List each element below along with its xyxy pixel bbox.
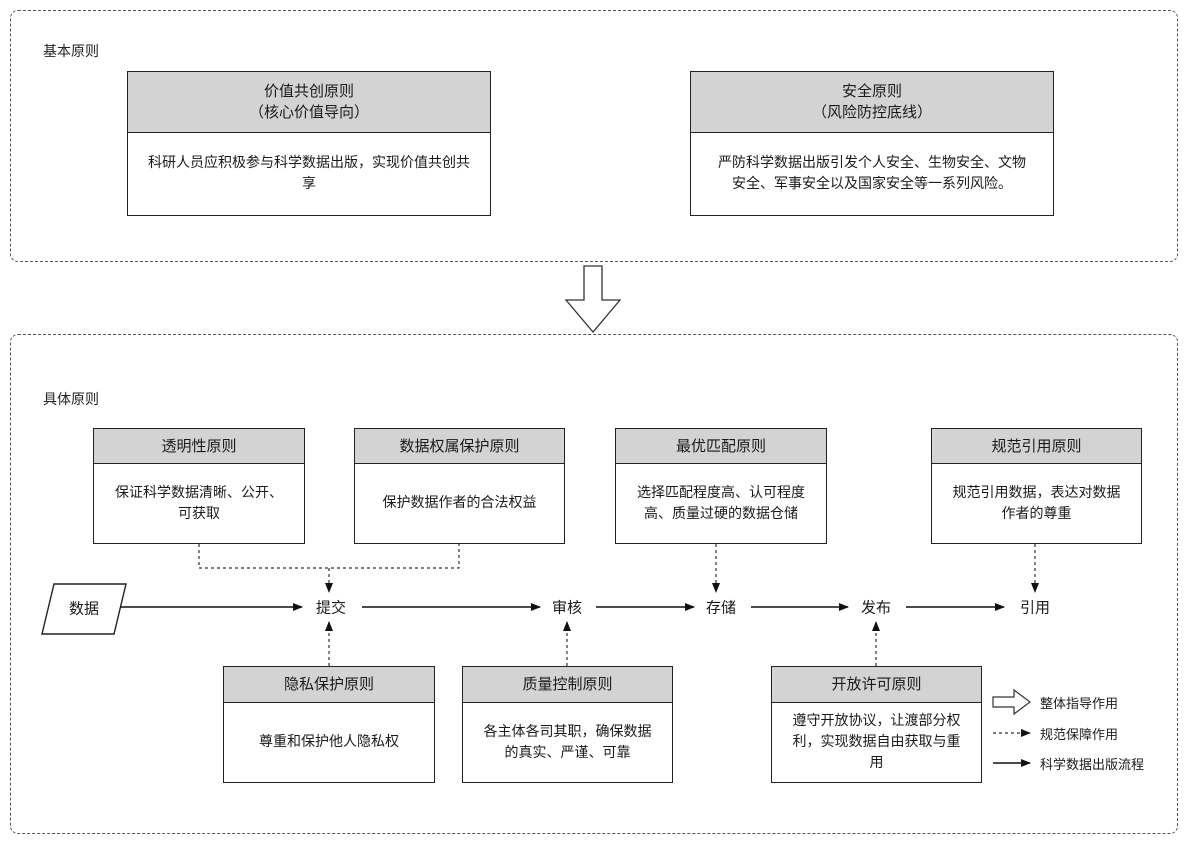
value-co-creation-head: 价值共创原则 <box>263 82 354 100</box>
privacy-box: 隐私保护原则 尊重和保护他人隐私权 <box>223 666 435 783</box>
open-license-box: 开放许可原则 遵守开放协议，让渡部分权利，实现数据自由获取与重用 <box>771 666 982 783</box>
legend-support-label: 规范保障作用 <box>1040 728 1119 743</box>
safety-box: 安全原则 （风险防控底线） 严防科学数据出版引发个人安全、生物安全、文物安全、军… <box>690 71 1054 216</box>
privacy-body: 尊重和保护他人隐私权 <box>259 734 399 750</box>
open-license-head: 开放许可原则 <box>831 675 922 693</box>
specific-principles-title: 具体原则 <box>43 392 99 408</box>
citation-body: 规范引用数据，表达对数据作者的尊重 <box>952 484 1121 522</box>
support-transparency-ownership-to-submit <box>198 544 460 569</box>
safety-head: 安全原则 <box>841 82 902 100</box>
legend-process-label: 科学数据出版流程 <box>1040 758 1145 773</box>
optimal-match-box: 最优匹配原则 选择匹配程度高、认可程度高、质量过硬的数据仓储 <box>615 428 827 544</box>
flow-node-submit: 提交 <box>313 596 349 618</box>
optimal-match-head: 最优匹配原则 <box>675 436 766 455</box>
quality-control-box: 质量控制原则 各主体各司其职，确保数据的真实、严谨、可靠 <box>462 666 673 783</box>
citation-box: 规范引用原则 规范引用数据，表达对数据作者的尊重 <box>931 428 1142 544</box>
basic-principles-title: 基本原则 <box>43 44 99 60</box>
value-co-creation-box: 价值共创原则 （核心价值导向） 科研人员应积极参与科学数据出版，实现价值共创共享 <box>127 71 491 216</box>
privacy-head: 隐私保护原则 <box>283 675 374 693</box>
data-parallelogram <box>41 583 127 635</box>
transparency-head: 透明性原则 <box>161 436 237 455</box>
transparency-box: 透明性原则 保证科学数据清晰、公开、可获取 <box>93 428 305 544</box>
open-license-body: 遵守开放协议，让渡部分权利，实现数据自由获取与重用 <box>792 713 961 771</box>
ownership-box: 数据权属保护原则 保护数据作者的合法权益 <box>354 428 565 544</box>
basic-principles-panel <box>10 10 1178 262</box>
guide-arrow <box>564 265 622 334</box>
citation-head: 规范引用原则 <box>991 436 1082 455</box>
flow-node-publish: 发布 <box>858 596 894 618</box>
ownership-body: 保护数据作者的合法权益 <box>382 495 537 511</box>
legend-guide-label: 整体指导作用 <box>1040 697 1119 712</box>
safety-sub: （风险防控底线） <box>811 103 932 121</box>
specific-principles-panel <box>10 334 1178 834</box>
quality-control-body: 各主体各司其职，确保数据的真实、严谨、可靠 <box>483 723 652 761</box>
value-co-creation-body: 科研人员应积极参与科学数据出版，实现价值共创共享 <box>148 155 470 192</box>
flow-node-review: 审核 <box>549 596 585 618</box>
flow-node-cite: 引用 <box>1017 596 1053 618</box>
flow-node-store: 存储 <box>703 596 739 618</box>
safety-body: 严防科学数据出版引发个人安全、生物安全、文物安全、军事安全以及国家安全等一系列风… <box>718 155 1026 192</box>
optimal-match-body: 选择匹配程度高、认可程度高、质量过硬的数据仓储 <box>637 484 805 522</box>
ownership-head: 数据权属保护原则 <box>399 436 520 455</box>
value-co-creation-sub: （核心价值导向） <box>248 103 369 121</box>
transparency-body: 保证科学数据清晰、公开、可获取 <box>115 484 283 522</box>
flow-node-data: 数据 <box>68 599 100 618</box>
legend-guide-symbol <box>992 688 1031 716</box>
quality-control-head: 质量控制原则 <box>522 675 613 693</box>
